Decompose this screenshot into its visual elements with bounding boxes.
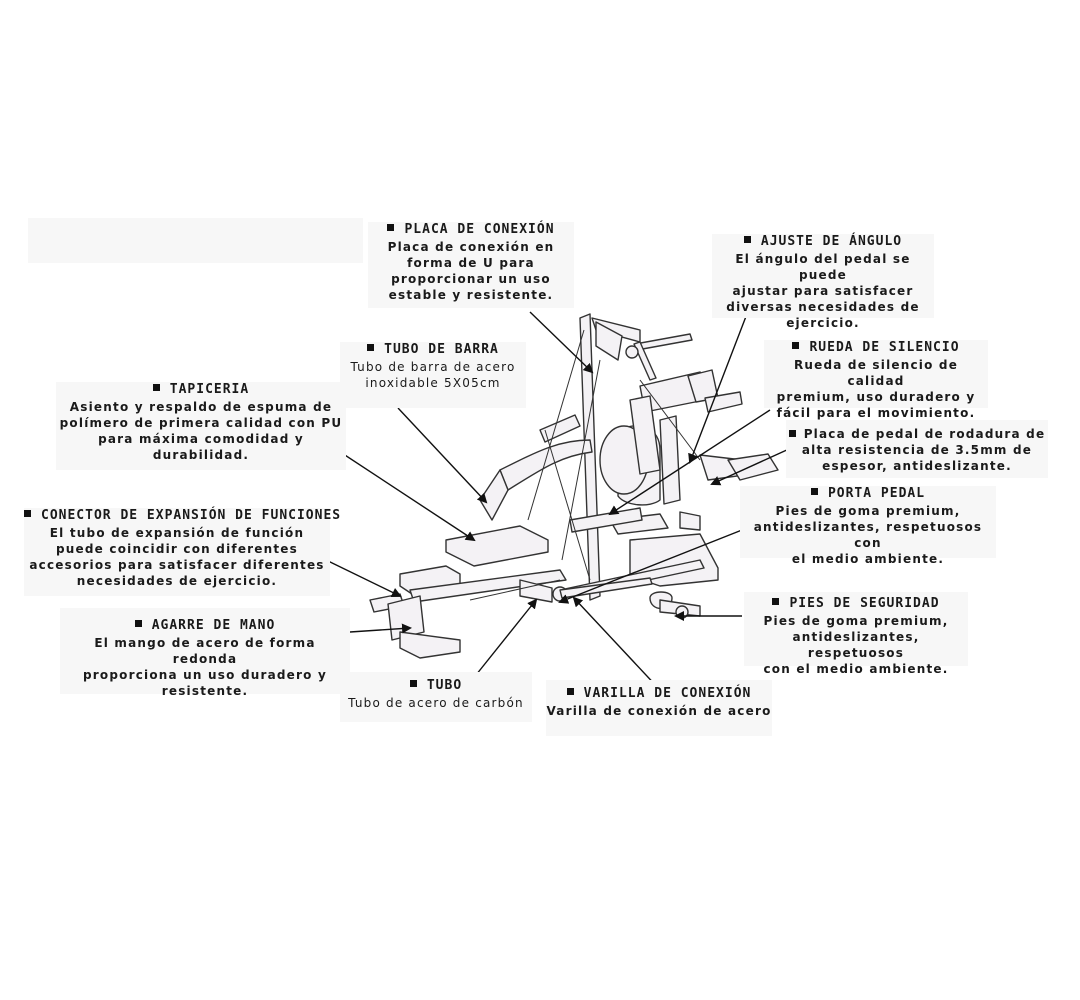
label-title: PIES DE SEGURIDAD: [789, 596, 940, 611]
label-line: proporcionar un uso: [391, 272, 551, 286]
label-line: antideslizantes, respetuosos: [792, 630, 920, 660]
label-line: Placa de pedal de rodadura de: [803, 427, 1046, 441]
label-placa-de-pedal: Placa de pedal de rodadura de alta resis…: [786, 420, 1048, 478]
label-line: El tubo de expansión de función: [49, 526, 305, 540]
bullet-square-icon: [743, 236, 751, 243]
bullet-square-icon: [387, 224, 395, 231]
label-line: polímero de primera calidad con PU: [59, 416, 343, 430]
label-line: ajustar para satisfacer: [732, 284, 914, 298]
bullet-square-icon: [810, 488, 818, 495]
label-line: puede coincidir con diferentes: [56, 542, 298, 556]
label-line: Pies de goma premium,: [763, 614, 949, 628]
bullet-square-icon: [152, 384, 160, 391]
bullet-square-icon: [409, 680, 417, 687]
label-line: accesorios para satisfacer diferentes: [29, 558, 325, 572]
leader-rueda: [608, 409, 771, 516]
leader-porta-pedal: [558, 529, 743, 604]
bullet-square-icon: [788, 430, 796, 437]
label-title: AJUSTE DE ÁNGULO: [760, 234, 903, 249]
leader-varilla: [572, 596, 661, 691]
label-line: Varilla de conexión de acero: [546, 704, 772, 718]
label-line: Tubo de barra de acero: [350, 360, 516, 374]
label-line: Rueda de silencio de calidad: [793, 358, 959, 388]
label-varilla-de-conexion: VARILLA DE CONEXIÓN Varilla de conexión …: [546, 680, 772, 736]
label-title: AGARRE DE MANO: [151, 618, 276, 633]
label-line: premium, uso duradero y: [776, 390, 976, 404]
bullet-square-icon: [792, 342, 800, 349]
label-placa-de-conexion: PLACA DE CONEXIÓN Placa de conexión en f…: [368, 222, 574, 308]
label-line: durabilidad.: [152, 448, 250, 462]
leader-agarre: [349, 623, 412, 634]
bullet-square-icon: [367, 344, 375, 351]
label-tubo-de-barra: TUBO DE BARRA Tubo de barra de acero ino…: [340, 342, 526, 408]
label-title: PORTA PEDAL: [827, 486, 926, 501]
label-line: forma de U para: [407, 256, 535, 270]
leader-placa-pedal: [710, 443, 801, 486]
label-line: para máxima comodidad y: [98, 432, 304, 446]
label-title: RUEDA DE SILENCIO: [809, 340, 960, 355]
label-line: antideslizantes, respetuosos con: [753, 520, 983, 550]
label-line: estable y resistente.: [388, 288, 554, 302]
label-line: resistente.: [161, 684, 249, 698]
label-tubo: TUBO Tubo de acero de carbón: [340, 672, 532, 722]
label-line: con el medio ambiente.: [763, 662, 949, 676]
bullet-square-icon: [24, 510, 31, 517]
label-line: El mango de acero de forma redonda: [94, 636, 316, 666]
label-conector-de-expansion: CONECTOR DE EXPANSIÓN DE FUNCIONES El tu…: [24, 508, 340, 596]
label-title: PLACA DE CONEXIÓN: [404, 222, 555, 237]
label-agarre-de-mano: AGARRE DE MANO El mango de acero de form…: [60, 608, 350, 698]
label-line: el medio ambiente.: [791, 552, 945, 566]
bullet-square-icon: [134, 620, 142, 627]
label-line: inoxidable 5X05cm: [365, 376, 501, 390]
leader-placa: [529, 311, 594, 374]
label-pies-de-seguridad: PIES DE SEGURIDAD Pies de goma premium, …: [744, 592, 968, 676]
label-porta-pedal: PORTA PEDAL Pies de goma premium, antide…: [740, 486, 996, 566]
label-line: Pies de goma premium,: [775, 504, 961, 518]
leader-conector: [325, 559, 402, 597]
bullet-square-icon: [566, 688, 574, 695]
label-title: TUBO DE BARRA: [384, 342, 499, 357]
label-line: necesidades de ejercicio.: [76, 574, 278, 588]
leader-tapiceria: [321, 439, 476, 542]
leader-tubo: [471, 598, 538, 681]
label-title: VARILLA DE CONEXIÓN: [583, 686, 752, 701]
label-title: CONECTOR DE EXPANSIÓN DE FUNCIONES: [41, 508, 342, 523]
label-rueda-de-silencio: RUEDA DE SILENCIO Rueda de silencio de c…: [764, 340, 988, 420]
label-tapiceria: TAPICERIA Asiento y respaldo de espuma d…: [56, 382, 346, 470]
label-line: El ángulo del pedal se puede: [735, 252, 911, 282]
label-line: Tubo de acero de carbón: [348, 696, 524, 710]
label-line: diversas necesidades de: [726, 300, 920, 314]
bullet-square-icon: [772, 598, 780, 605]
leader-tubo-barra: [397, 407, 488, 504]
leader-ajuste: [688, 305, 751, 464]
label-line: ejercicio.: [786, 316, 860, 330]
label-line: Asiento y respaldo de espuma de: [69, 400, 333, 414]
empty-label-panel: [28, 218, 363, 263]
label-title: TAPICERIA: [169, 382, 250, 397]
label-ajuste-de-angulo: AJUSTE DE ÁNGULO El ángulo del pedal se …: [712, 234, 934, 330]
label-line: alta resistencia de 3.5mm de: [801, 443, 1033, 457]
label-line: Placa de conexión en: [387, 240, 555, 254]
label-line: proporciona un uso duradero y: [82, 668, 327, 682]
label-line: fácil para el movimiento.: [776, 406, 976, 420]
label-title: TUBO: [426, 678, 463, 693]
label-line: espesor, antideslizante.: [822, 459, 1012, 473]
